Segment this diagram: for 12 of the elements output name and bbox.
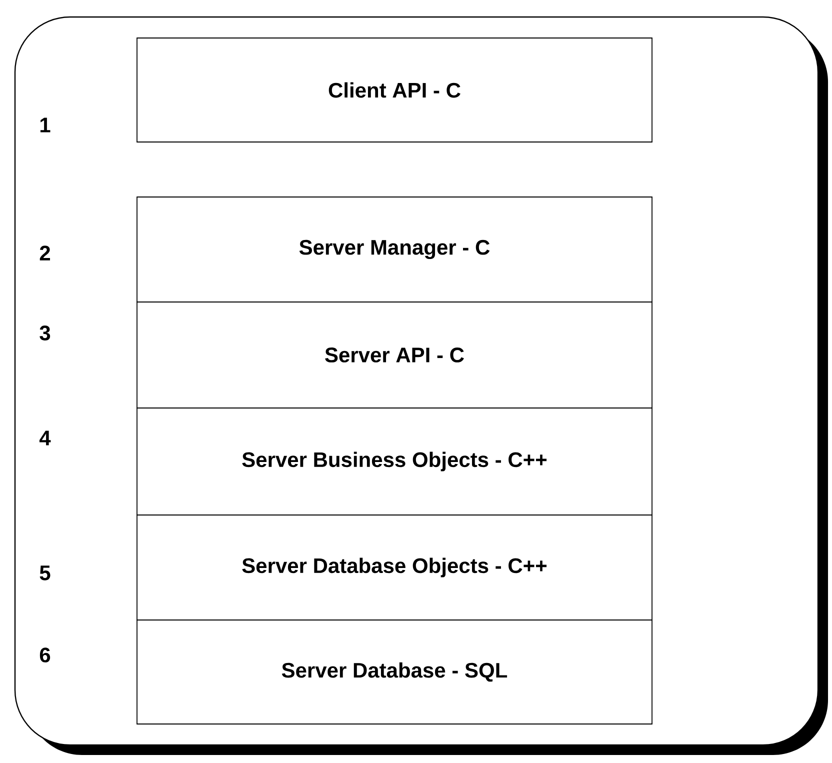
layer-number: 5 bbox=[40, 566, 50, 580]
layer-box: Server Database - SQL bbox=[136, 620, 652, 724]
layer-box: Client API - C bbox=[136, 38, 652, 142]
layer-number: 4 bbox=[39, 430, 51, 446]
layer-number: 3 bbox=[40, 326, 50, 340]
layer-box: Server Database Objects - C++ bbox=[136, 514, 652, 620]
layer-number: 2 bbox=[40, 246, 50, 260]
layer-number: 6 bbox=[40, 648, 50, 662]
layer-number: 1 bbox=[40, 118, 50, 132]
layer-box: Server Business Objects - C++ bbox=[136, 408, 652, 516]
layer-box: Server API - C bbox=[136, 302, 652, 408]
layer-box: Server Manager - C bbox=[136, 196, 652, 302]
